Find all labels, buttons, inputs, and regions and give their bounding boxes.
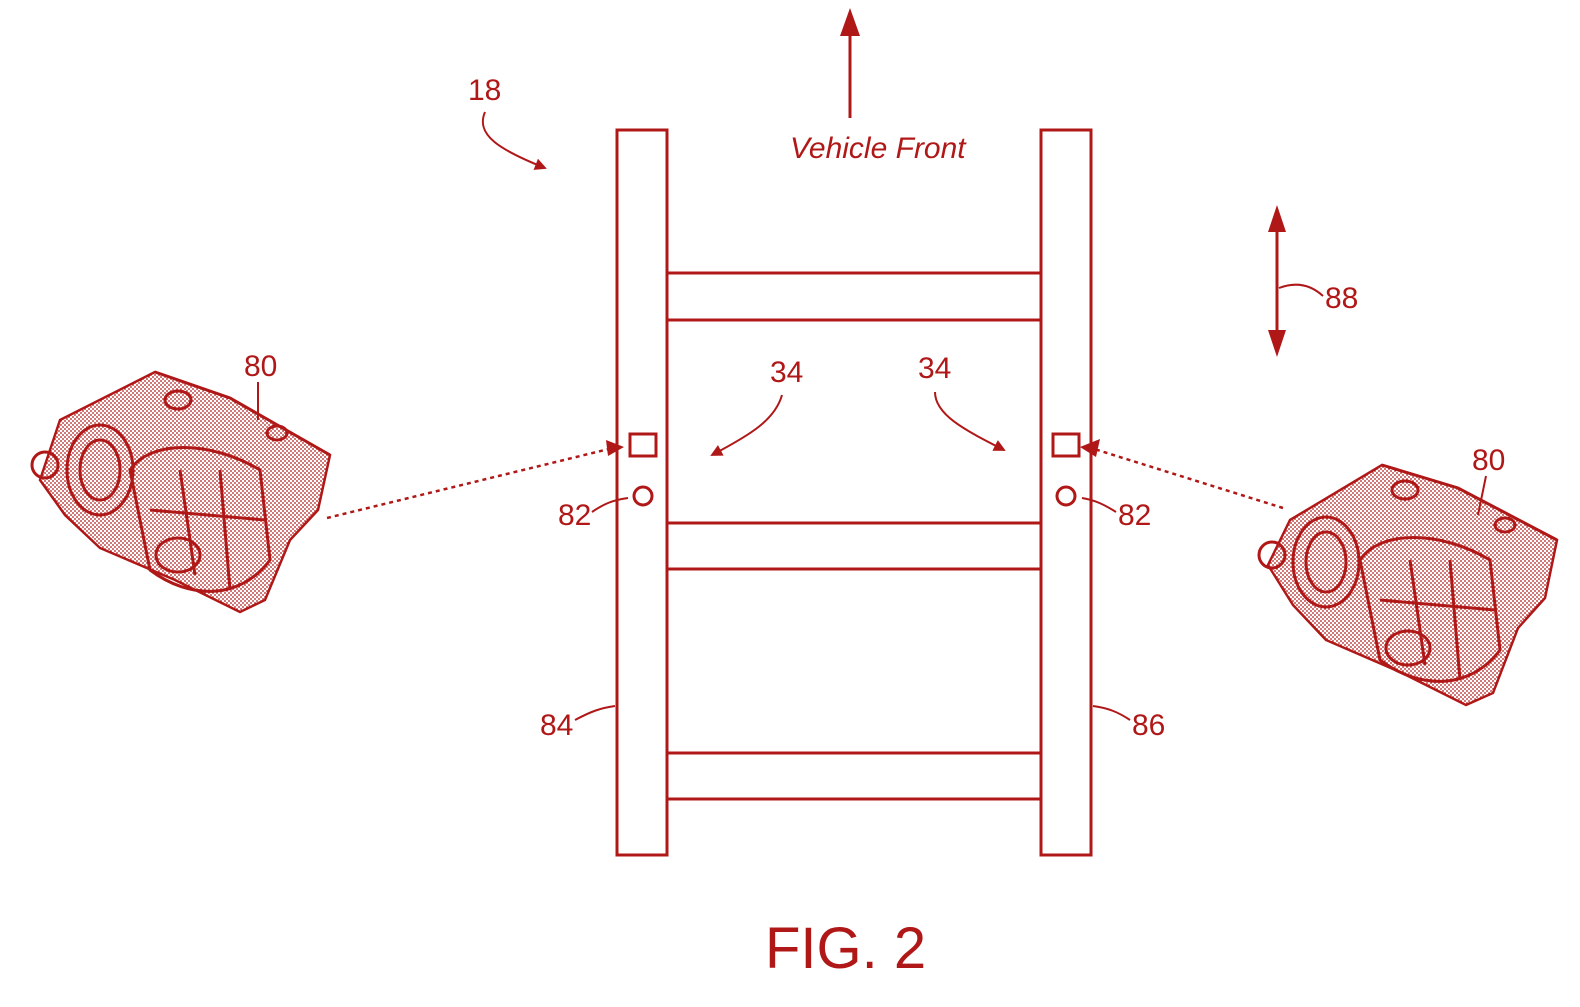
- leader-82-right: [1081, 497, 1117, 513]
- label-84: 84: [540, 709, 573, 742]
- bracket-left: [30, 370, 332, 614]
- cross-member-2: [667, 521, 1041, 571]
- label-86: 86: [1132, 709, 1165, 742]
- leader-34-left: [710, 394, 783, 456]
- assembly-line-left: [326, 445, 618, 520]
- leader-34-right: [934, 391, 1006, 451]
- label-80-left: 80: [244, 350, 277, 383]
- figure-caption: FIG. 2: [765, 916, 926, 981]
- leader-88: [1278, 283, 1324, 297]
- leader-80-right: [1477, 475, 1487, 516]
- label-80-right: 80: [1472, 444, 1505, 477]
- leader-18: [481, 111, 547, 170]
- cross-member-3: [667, 751, 1041, 801]
- label-82-left: 82: [558, 499, 591, 532]
- vehicle-front-label: Vehicle Front: [790, 132, 967, 165]
- frame-rail-left: [615, 128, 669, 857]
- label-18: 18: [468, 74, 501, 107]
- assembly-line-right: [1090, 446, 1284, 510]
- leader-84: [574, 705, 616, 721]
- label-34-left: 34: [770, 356, 803, 389]
- leader-86: [1092, 705, 1131, 721]
- leader-82-left: [591, 497, 629, 513]
- vehicle-front-arrow: [840, 8, 860, 118]
- direction-arrow-88: [1268, 205, 1286, 357]
- label-34-right: 34: [918, 352, 951, 385]
- label-88: 88: [1325, 282, 1358, 315]
- mount-hole-left: [632, 485, 654, 507]
- assembly-line-right-arrowhead: [1080, 439, 1100, 457]
- assembly-line-left-arrowhead: [606, 440, 624, 456]
- mount-pad-right: [1051, 432, 1081, 458]
- frame-rail-right: [1039, 128, 1093, 857]
- cross-member-1: [667, 271, 1041, 322]
- bracket-right: [1257, 463, 1559, 707]
- mount-hole-right: [1055, 485, 1077, 507]
- label-82-right: 82: [1118, 499, 1151, 532]
- mount-pad-left: [628, 432, 658, 458]
